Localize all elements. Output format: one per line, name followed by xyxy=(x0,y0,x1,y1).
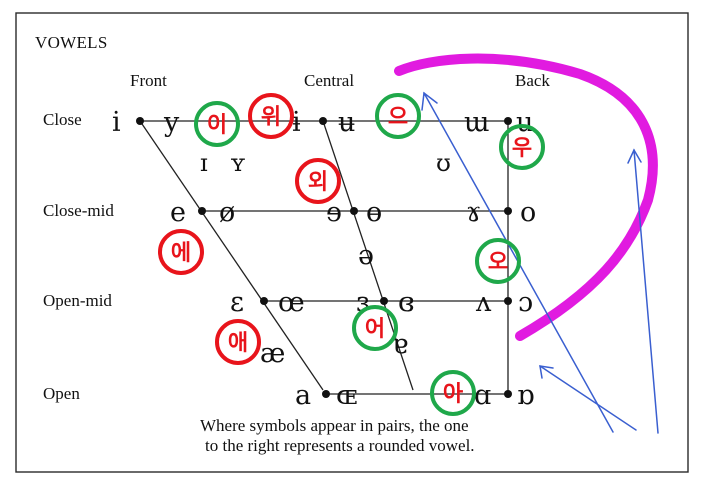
vowel-upsilon: ʊ xyxy=(436,149,451,177)
marker-u: 우 xyxy=(499,124,545,170)
chart-note-line-2: to the right represents a rounded vowel. xyxy=(205,436,475,455)
central-diagonal-line xyxy=(322,120,414,391)
close-front-dot xyxy=(136,117,144,125)
marker-eo: 어 xyxy=(352,305,398,351)
vowel-barred-o: ɵ xyxy=(366,197,382,228)
column-label-central: Central xyxy=(304,71,354,90)
marker-oe-text: 외 xyxy=(308,170,328,195)
marker-wi: 위 xyxy=(248,93,294,139)
front-diagonal-line xyxy=(139,120,324,391)
row-label-close: Close xyxy=(43,110,82,129)
vowel-u: u xyxy=(516,107,533,138)
vowel-ash: æ xyxy=(260,338,285,369)
vowel-reversed-e: ɘ xyxy=(326,197,342,228)
vowel-barred-i: ɨ xyxy=(292,107,301,138)
open-mid-back-dot xyxy=(504,297,512,305)
marker-ae: 애 xyxy=(215,319,261,365)
marker-ae-text: 애 xyxy=(228,331,248,356)
close-mid-front-dot xyxy=(198,207,206,215)
blue-arrow-head-2 xyxy=(627,148,642,164)
vowel-y: y xyxy=(163,107,180,138)
open-front-dot xyxy=(322,390,330,398)
marker-e: 에 xyxy=(158,229,204,275)
marker-ae-ring xyxy=(215,319,261,365)
marker-eo-ring xyxy=(352,305,398,351)
vowel-i: i xyxy=(112,107,121,138)
row-label-close-mid: Close-mid xyxy=(43,201,114,220)
row-label-open: Open xyxy=(43,384,80,403)
marker-i: 이 xyxy=(194,101,240,147)
marker-eu-ring xyxy=(375,93,421,139)
marker-eu-text: 으 xyxy=(388,105,408,130)
chart-note-line-1: Where symbols appear in pairs, the one xyxy=(200,416,469,435)
magenta-arc-annotation xyxy=(394,53,658,341)
close-mid-back-dot xyxy=(504,207,512,215)
vowel-small-cap-y: ʏ xyxy=(230,149,246,177)
vowel-dots xyxy=(136,117,512,398)
marker-o-text: 오 xyxy=(488,250,508,275)
marker-eu: 으 xyxy=(375,93,421,139)
vowel-closed-reversed-epsilon: ɞ xyxy=(398,287,415,318)
chart-title: VOWELS xyxy=(35,33,108,52)
vowel-slashed-o: ø xyxy=(219,197,235,228)
vowel-open-o: ɔ xyxy=(518,287,533,318)
vowel-small-cap-i: ɪ xyxy=(200,149,208,177)
marker-wi-ring xyxy=(248,93,294,139)
vowel-schwa: ə xyxy=(358,240,374,271)
marker-u-text: 우 xyxy=(512,136,532,161)
vowel-ram-horns: ɤ xyxy=(466,197,481,228)
open-mid-front-dot xyxy=(260,297,268,305)
vowel-e: e xyxy=(170,197,186,228)
marker-oe: 외 xyxy=(295,158,341,204)
vowel-turned-script-a: ɒ xyxy=(517,380,534,411)
blue-arrow-head-3 xyxy=(539,365,554,379)
vowel-oe: œ xyxy=(278,287,305,318)
marker-i-text: 이 xyxy=(207,113,227,138)
marker-e-ring xyxy=(158,229,204,275)
column-label-back: Back xyxy=(515,71,550,90)
marker-o-ring xyxy=(475,238,521,284)
marker-u-ring xyxy=(499,124,545,170)
blue-arrow-head-1 xyxy=(421,91,438,111)
marker-oe-ring xyxy=(295,158,341,204)
marker-i-ring xyxy=(194,101,240,147)
close-mid-central-dot xyxy=(350,207,358,215)
marker-o: 오 xyxy=(475,238,521,284)
blue-arrow-to-arc xyxy=(633,149,659,434)
vowel-epsilon: ɛ xyxy=(230,287,244,318)
vowel-turned-v: ʌ xyxy=(475,287,492,318)
vowel-turned-m: ɯ xyxy=(464,107,490,138)
marker-e-text: 에 xyxy=(171,241,191,266)
vowel-script-a: ɑ xyxy=(474,380,491,411)
marker-a: 아 xyxy=(430,370,476,416)
vowel-barred-u: ʉ xyxy=(338,107,355,138)
vowel-small-cap-oe: ɶ xyxy=(336,380,357,411)
blue-arrow-to-back-open xyxy=(539,365,637,431)
marker-a-text: 아 xyxy=(443,382,464,407)
close-central-dot xyxy=(319,117,327,125)
column-label-front: Front xyxy=(130,71,167,90)
close-back-dot xyxy=(504,117,512,125)
vowel-o: o xyxy=(520,197,536,228)
open-back-dot xyxy=(504,390,512,398)
open-mid-central-dot xyxy=(380,297,388,305)
marker-wi-text: 위 xyxy=(261,105,281,130)
chart-frame xyxy=(15,12,689,473)
marker-a-ring xyxy=(430,370,476,416)
row-label-open-mid: Open-mid xyxy=(43,291,112,310)
marker-eo-text: 어 xyxy=(365,317,385,342)
vowel-a: a xyxy=(295,380,311,411)
